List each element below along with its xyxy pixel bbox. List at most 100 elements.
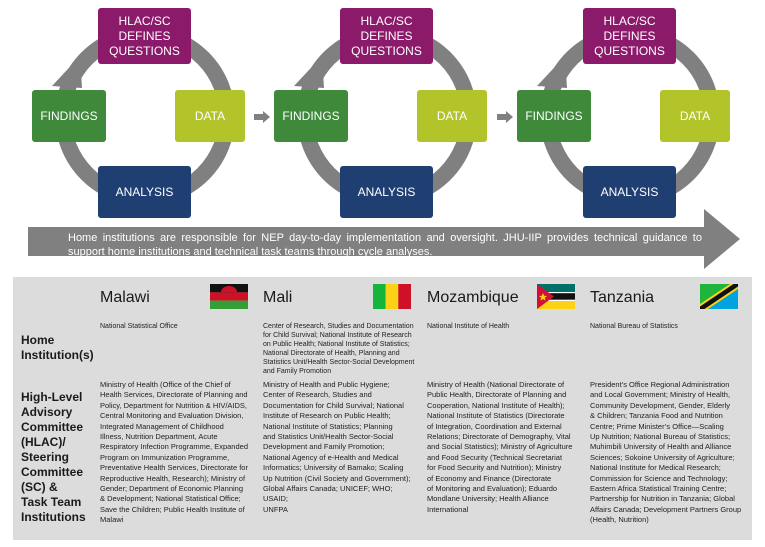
institution-line: Illness, Nutrition Department, Acute (100, 432, 218, 442)
home-institution-line: National Directorate of Health, Planning… (263, 350, 400, 357)
data-label: DATA (679, 108, 711, 123)
institution-line: for Food Security and Nutrition); Minist… (427, 463, 562, 473)
analysis-label: ANALYSIS (115, 184, 174, 199)
institution-line: Sciences; Sokoine University of Agricult… (590, 452, 735, 462)
questions-label-line: DEFINES (360, 28, 413, 43)
institution-line: Community Development, Gender, Elderly (590, 400, 731, 410)
institution-line: Muhimbili University of Health and Allia… (590, 442, 732, 452)
cycle-diagrams: HLAC/SC DEFINES QUESTIONS FINDINGS DATA … (0, 0, 765, 225)
cycle-3: HLAC/SC DEFINES QUESTIONS FINDINGS DATA … (515, 8, 745, 220)
cycle-2: HLAC/SC DEFINES QUESTIONS FINDINGS DATA … (272, 8, 502, 220)
questions-label-line: DEFINES (603, 28, 656, 43)
questions-label-line: HLAC/SC (603, 13, 656, 28)
home-institution-line: and Family Promotion (263, 368, 332, 375)
institution-line: and Local Government; Ministry of Health… (590, 390, 731, 400)
institution-line: Cooperation, National Institute of Healt… (427, 400, 565, 410)
cycle-1: HLAC/SC DEFINES QUESTIONS FINDINGS DATA … (30, 8, 260, 220)
row-label-line: Home (21, 333, 55, 347)
institution-line: Ministry of Health (National Directorate… (427, 380, 565, 389)
institution-line: Malawi (100, 515, 124, 525)
country-name: Mali (263, 289, 293, 306)
institution-line: and Food Security (Technical Secretariat (427, 452, 563, 462)
row-label-line: (SC) & (21, 480, 58, 494)
institution-line: & Children; Tanzania Food and Nutrition (590, 411, 723, 421)
analysis-box: ANALYSIS (583, 166, 676, 218)
data-label: DATA (436, 108, 468, 123)
hlac-institutions: Ministry of Health (National Directorate… (427, 380, 572, 515)
row-label-line: Steering (21, 450, 70, 464)
questions-box: HLAC/SC DEFINES QUESTIONS (583, 8, 676, 64)
institution-line: Reproductive Health, Research); Ministry… (100, 473, 246, 483)
institution-line: Program on Immunization Programme, (100, 452, 230, 462)
country-name: Malawi (100, 289, 150, 306)
institution-line: Center of Research, Studies and (263, 390, 372, 400)
questions-label-line: HLAC/SC (118, 13, 171, 28)
institution-line: Integrated Management of Childhood (100, 421, 224, 431)
questions-label-line: QUESTIONS (109, 43, 180, 58)
institution-line: Informatics; University of Bamako; Scali… (263, 463, 404, 473)
row-label-line: Institution(s) (21, 348, 94, 362)
institution-line: Preventative Health Services, Directorat… (100, 463, 248, 473)
mozambique-flag (537, 284, 575, 309)
findings-box: FINDINGS (274, 90, 348, 142)
home-institutions-label: Home Institution(s) (21, 333, 94, 363)
findings-label: FINDINGS (40, 108, 98, 123)
institution-line: of Integration, Coordination and Externa… (427, 421, 562, 431)
data-label: DATA (194, 108, 226, 123)
analysis-box: ANALYSIS (98, 166, 191, 218)
institution-line: National Institute for Medical Research; (590, 463, 721, 473)
banner-arrow-shape (28, 209, 740, 269)
row-label-line: Committee (21, 420, 84, 434)
data-box: DATA (417, 90, 487, 142)
institution-line: Gender; Department of Economic Planning (100, 484, 243, 494)
malawi-flag (210, 284, 248, 309)
institution-line: Public Health, Directorate of Planning a… (427, 390, 567, 400)
row-label-line: Institutions (21, 510, 86, 524)
findings-label: FINDINGS (525, 108, 583, 123)
country-table: Home Institution(s) High-Level Advisory … (13, 277, 752, 540)
institution-line: & Development; National Statistical Offi… (100, 494, 241, 504)
questions-label-line: QUESTIONS (594, 43, 665, 58)
institution-line: and Social Statistics); Ministry of Agri… (427, 442, 573, 452)
institution-line: Development and Family Promotion; (263, 442, 385, 452)
institution-line: Partnership for Nutrition in Tanzania; G… (590, 494, 735, 504)
row-label-line: Committee (21, 465, 84, 479)
questions-box: HLAC/SC DEFINES QUESTIONS (98, 8, 191, 64)
home-institution: National Bureau of Statistics (590, 323, 678, 330)
row-label-line: High-Level (21, 390, 83, 404)
institution-line: Policy, Department for Nutrition & HIV/A… (100, 400, 247, 410)
institution-line: Affairs Canada; Development Partners Gro… (590, 504, 742, 514)
institution-line: Save the Children; Public Health Institu… (100, 504, 245, 514)
findings-box: FINDINGS (32, 90, 106, 142)
home-institution-line: Statistics Unit/Health Sector-Social Dev… (263, 359, 415, 366)
institution-line: of Monitoring and Evaluation); Eduardo (427, 484, 558, 494)
home-institution-line: Center of Research, Studies and Document… (263, 323, 414, 330)
questions-box: HLAC/SC DEFINES QUESTIONS (340, 8, 433, 64)
institution-line: Health Services, Directorate of Planning… (100, 390, 248, 400)
institution-line: and Statistics Unit/Health Sector-Social (263, 432, 394, 442)
questions-label-line: DEFINES (118, 28, 171, 43)
data-box: DATA (660, 90, 730, 142)
institution-line: National Institute of Statistics; Planni… (263, 421, 393, 431)
institution-line: Documentation for Child Survival; Nation… (263, 400, 404, 410)
data-box: DATA (175, 90, 245, 142)
findings-box: FINDINGS (517, 90, 591, 142)
hlac-institutions: President’s Office Regional Administrati… (590, 380, 741, 526)
home-institution-line: on Public Health; National Institute of … (263, 341, 410, 348)
institution-line: Central Monitoring and Evaluation Divisi… (100, 411, 244, 421)
home-institution-line: for Child Survival; National Institute o… (263, 332, 412, 339)
institution-line: Mondlane University; Health Alliance (427, 494, 549, 504)
responsibility-banner: Home institutions are responsible for NE… (28, 209, 740, 269)
row-label-line: (HLAC)/ (21, 435, 66, 449)
analysis-box: ANALYSIS (340, 166, 433, 218)
questions-label-line: QUESTIONS (351, 43, 422, 58)
institution-line: UNFPA (263, 504, 288, 514)
institution-line: President’s Office Regional Administrati… (590, 380, 730, 389)
hlac-institutions-label: High-Level Advisory Committee (HLAC)/ St… (21, 390, 86, 525)
institution-line: (Health, Nutrition) (590, 515, 649, 525)
institution-line: Up Nutrition (Civil Society and Governme… (263, 473, 411, 483)
connector-arrow (254, 111, 270, 123)
institution-line: Commission for Science and Technology; (590, 473, 728, 483)
hlac-institutions: Ministry of Health and Public Hygiene; C… (263, 380, 419, 515)
home-institution: Center of Research, Studies and Document… (263, 322, 414, 376)
